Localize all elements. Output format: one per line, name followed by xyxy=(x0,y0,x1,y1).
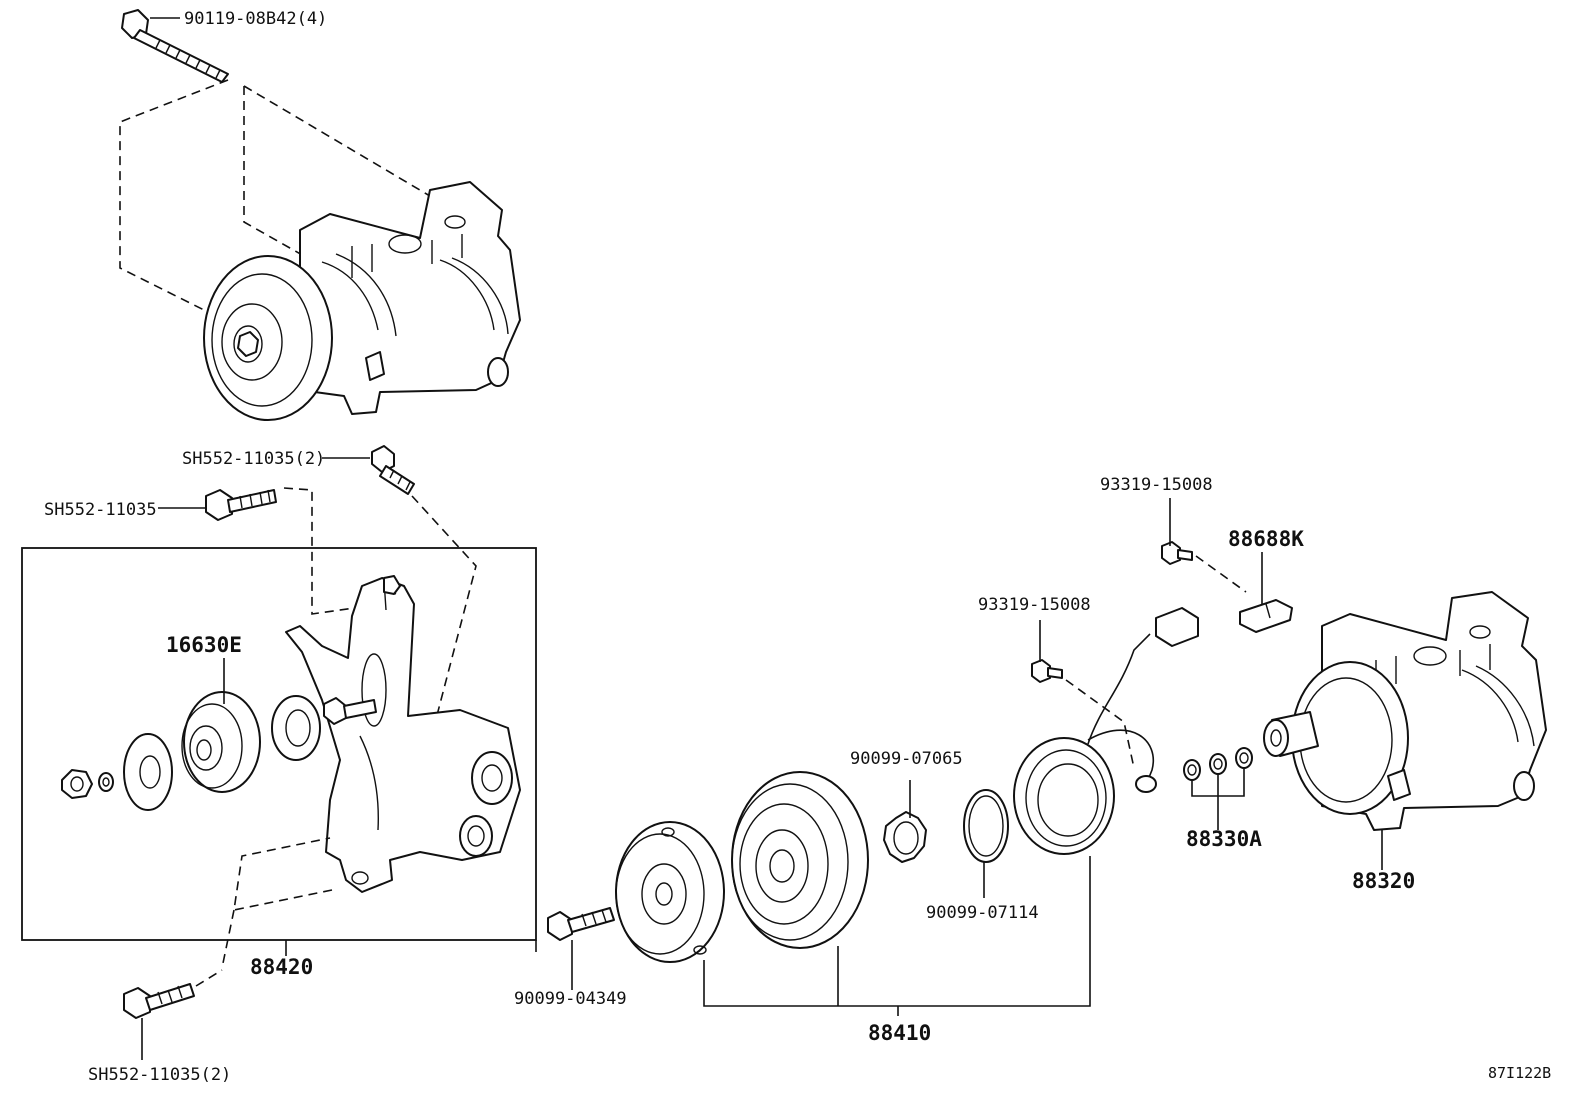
label-bolt-sh552-upper: SH552-11035(2) xyxy=(182,449,325,469)
idler-pulley-16630e-illustration[interactable] xyxy=(181,691,261,793)
label-bolt-sh552-lower: SH552-11035(2) xyxy=(88,1065,231,1085)
bracket-88420-illustration[interactable] xyxy=(285,575,521,893)
label-bolt-sh552-single: SH552-11035 xyxy=(44,500,157,520)
label-clip-88688k: 88688K xyxy=(1228,527,1304,551)
snap-ring-07065-illustration[interactable] xyxy=(883,811,927,863)
label-screw-93319-15008-a: 93319-15008 xyxy=(1100,475,1213,495)
screw-93319-15008-a-illustration[interactable] xyxy=(1161,541,1193,565)
idler-plate-illustration[interactable] xyxy=(123,733,173,811)
label-shims-88330a: 88330A xyxy=(1186,827,1262,851)
stator-coil-illustration[interactable] xyxy=(1013,607,1199,855)
clutch-pressure-plate-illustration[interactable] xyxy=(615,821,725,963)
shims-88330a-illustration[interactable] xyxy=(1183,747,1253,781)
label-bolt-90099-04349: 90099-04349 xyxy=(514,989,627,1009)
bolt-sh552-upper-illustration[interactable] xyxy=(371,445,415,495)
screw-93319-15008-b-illustration[interactable] xyxy=(1031,659,1063,683)
clip-88688k-illustration[interactable] xyxy=(1239,599,1293,633)
bracket-88420-box xyxy=(21,547,537,941)
label-snap-ring-07114: 90099-07114 xyxy=(926,903,1039,923)
leader-lines xyxy=(141,17,1383,1060)
bolt-sh552-lower-illustration[interactable] xyxy=(123,983,195,1019)
label-bracket-88420: 88420 xyxy=(250,955,313,979)
label-screw-93319-15008-b: 93319-15008 xyxy=(978,595,1091,615)
bolt-sh552-single-illustration[interactable] xyxy=(205,489,277,521)
label-pulley-16630e: 16630E xyxy=(166,633,242,657)
idler-washer-illustration[interactable] xyxy=(98,772,114,792)
label-snap-ring-07065: 90099-07065 xyxy=(850,749,963,769)
label-clutch-88410: 88410 xyxy=(868,1021,931,1045)
idler-bearing-illustration[interactable] xyxy=(271,695,321,761)
idler-nut-illustration[interactable] xyxy=(61,769,93,799)
compressor-88320-illustration[interactable] xyxy=(1263,591,1547,831)
label-compressor-88320: 88320 xyxy=(1352,869,1415,893)
bolt-90099-04349-illustration[interactable] xyxy=(547,907,615,941)
snap-ring-07114-illustration[interactable] xyxy=(963,789,1009,863)
diagram-code: 87I122B xyxy=(1488,1064,1551,1082)
clutch-pulley-illustration[interactable] xyxy=(731,771,869,949)
label-bolt-90119-08b42: 90119-08B42(4) xyxy=(184,9,327,29)
compressor-top-illustration[interactable] xyxy=(119,9,521,421)
